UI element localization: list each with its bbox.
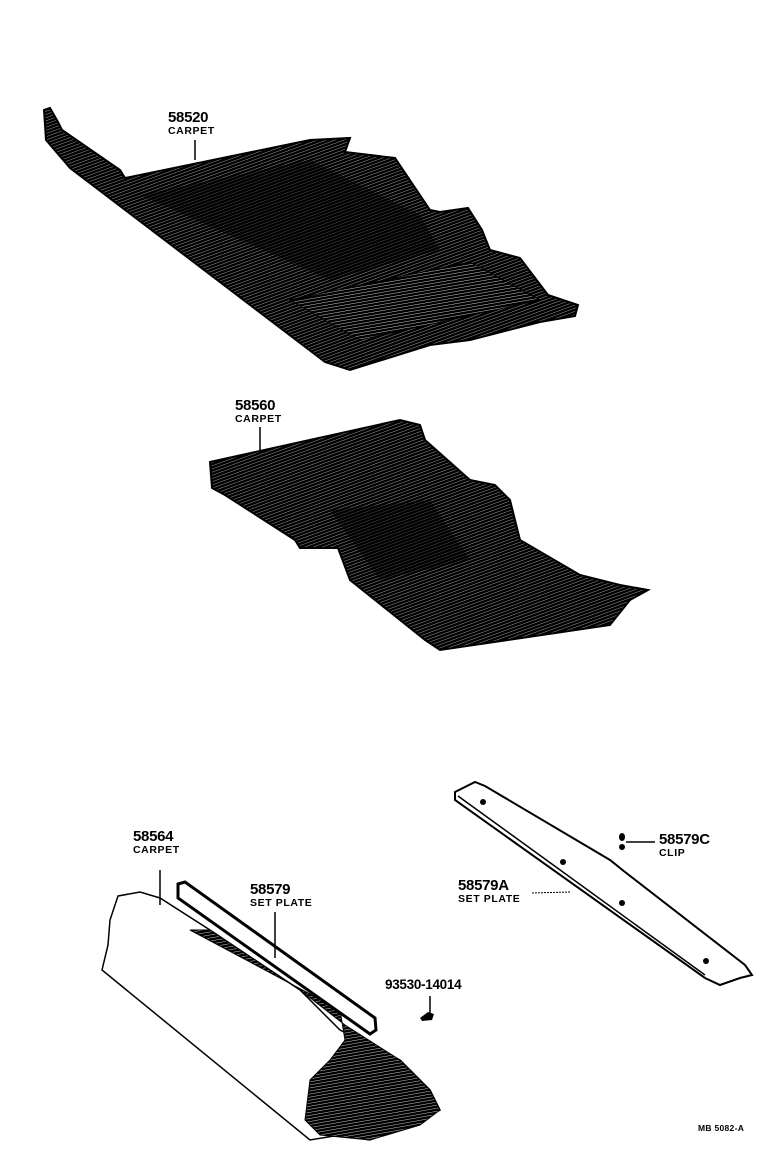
screw-93530-14014-shape (420, 996, 434, 1021)
part-name: SET PLATE (458, 893, 521, 905)
part-name: CARPET (133, 844, 180, 856)
part-label-58579c: 58579C CLIP (659, 832, 710, 859)
reference-code: MB 5082-A (698, 1123, 745, 1133)
part-label-58564: 58564 CARPET (133, 829, 180, 856)
part-name: CARPET (235, 413, 282, 425)
part-name: CLIP (659, 847, 686, 859)
part-number: 93530-14014 (385, 977, 462, 992)
set-plate-58579-shape (176, 880, 378, 1036)
part-number: 58579A (458, 877, 509, 894)
part-label-58560: 58560 CARPET (235, 398, 282, 425)
carpet-58520-shape (42, 106, 580, 372)
part-number: 58579 (250, 881, 291, 898)
carpet-58564-shape (101, 870, 442, 1141)
part-name: CARPET (168, 125, 215, 137)
part-name: SET PLATE (250, 897, 313, 909)
part-number: 58520 (168, 109, 209, 126)
part-label-58579: 58579 SET PLATE (250, 882, 312, 909)
part-number: 58560 (235, 397, 276, 414)
part-number: 58579C (659, 831, 710, 848)
part-label-58520: 58520 CARPET (168, 110, 215, 137)
clip-58579c-shape (619, 833, 655, 850)
part-number: 58564 (133, 828, 174, 845)
part-label-93530-14014: 93530-14014 (385, 977, 462, 992)
part-label-58579a: 58579A SET PLATE (458, 878, 520, 905)
carpet-58560-shape (208, 418, 651, 652)
set-plate-58579a-shape (454, 780, 754, 987)
